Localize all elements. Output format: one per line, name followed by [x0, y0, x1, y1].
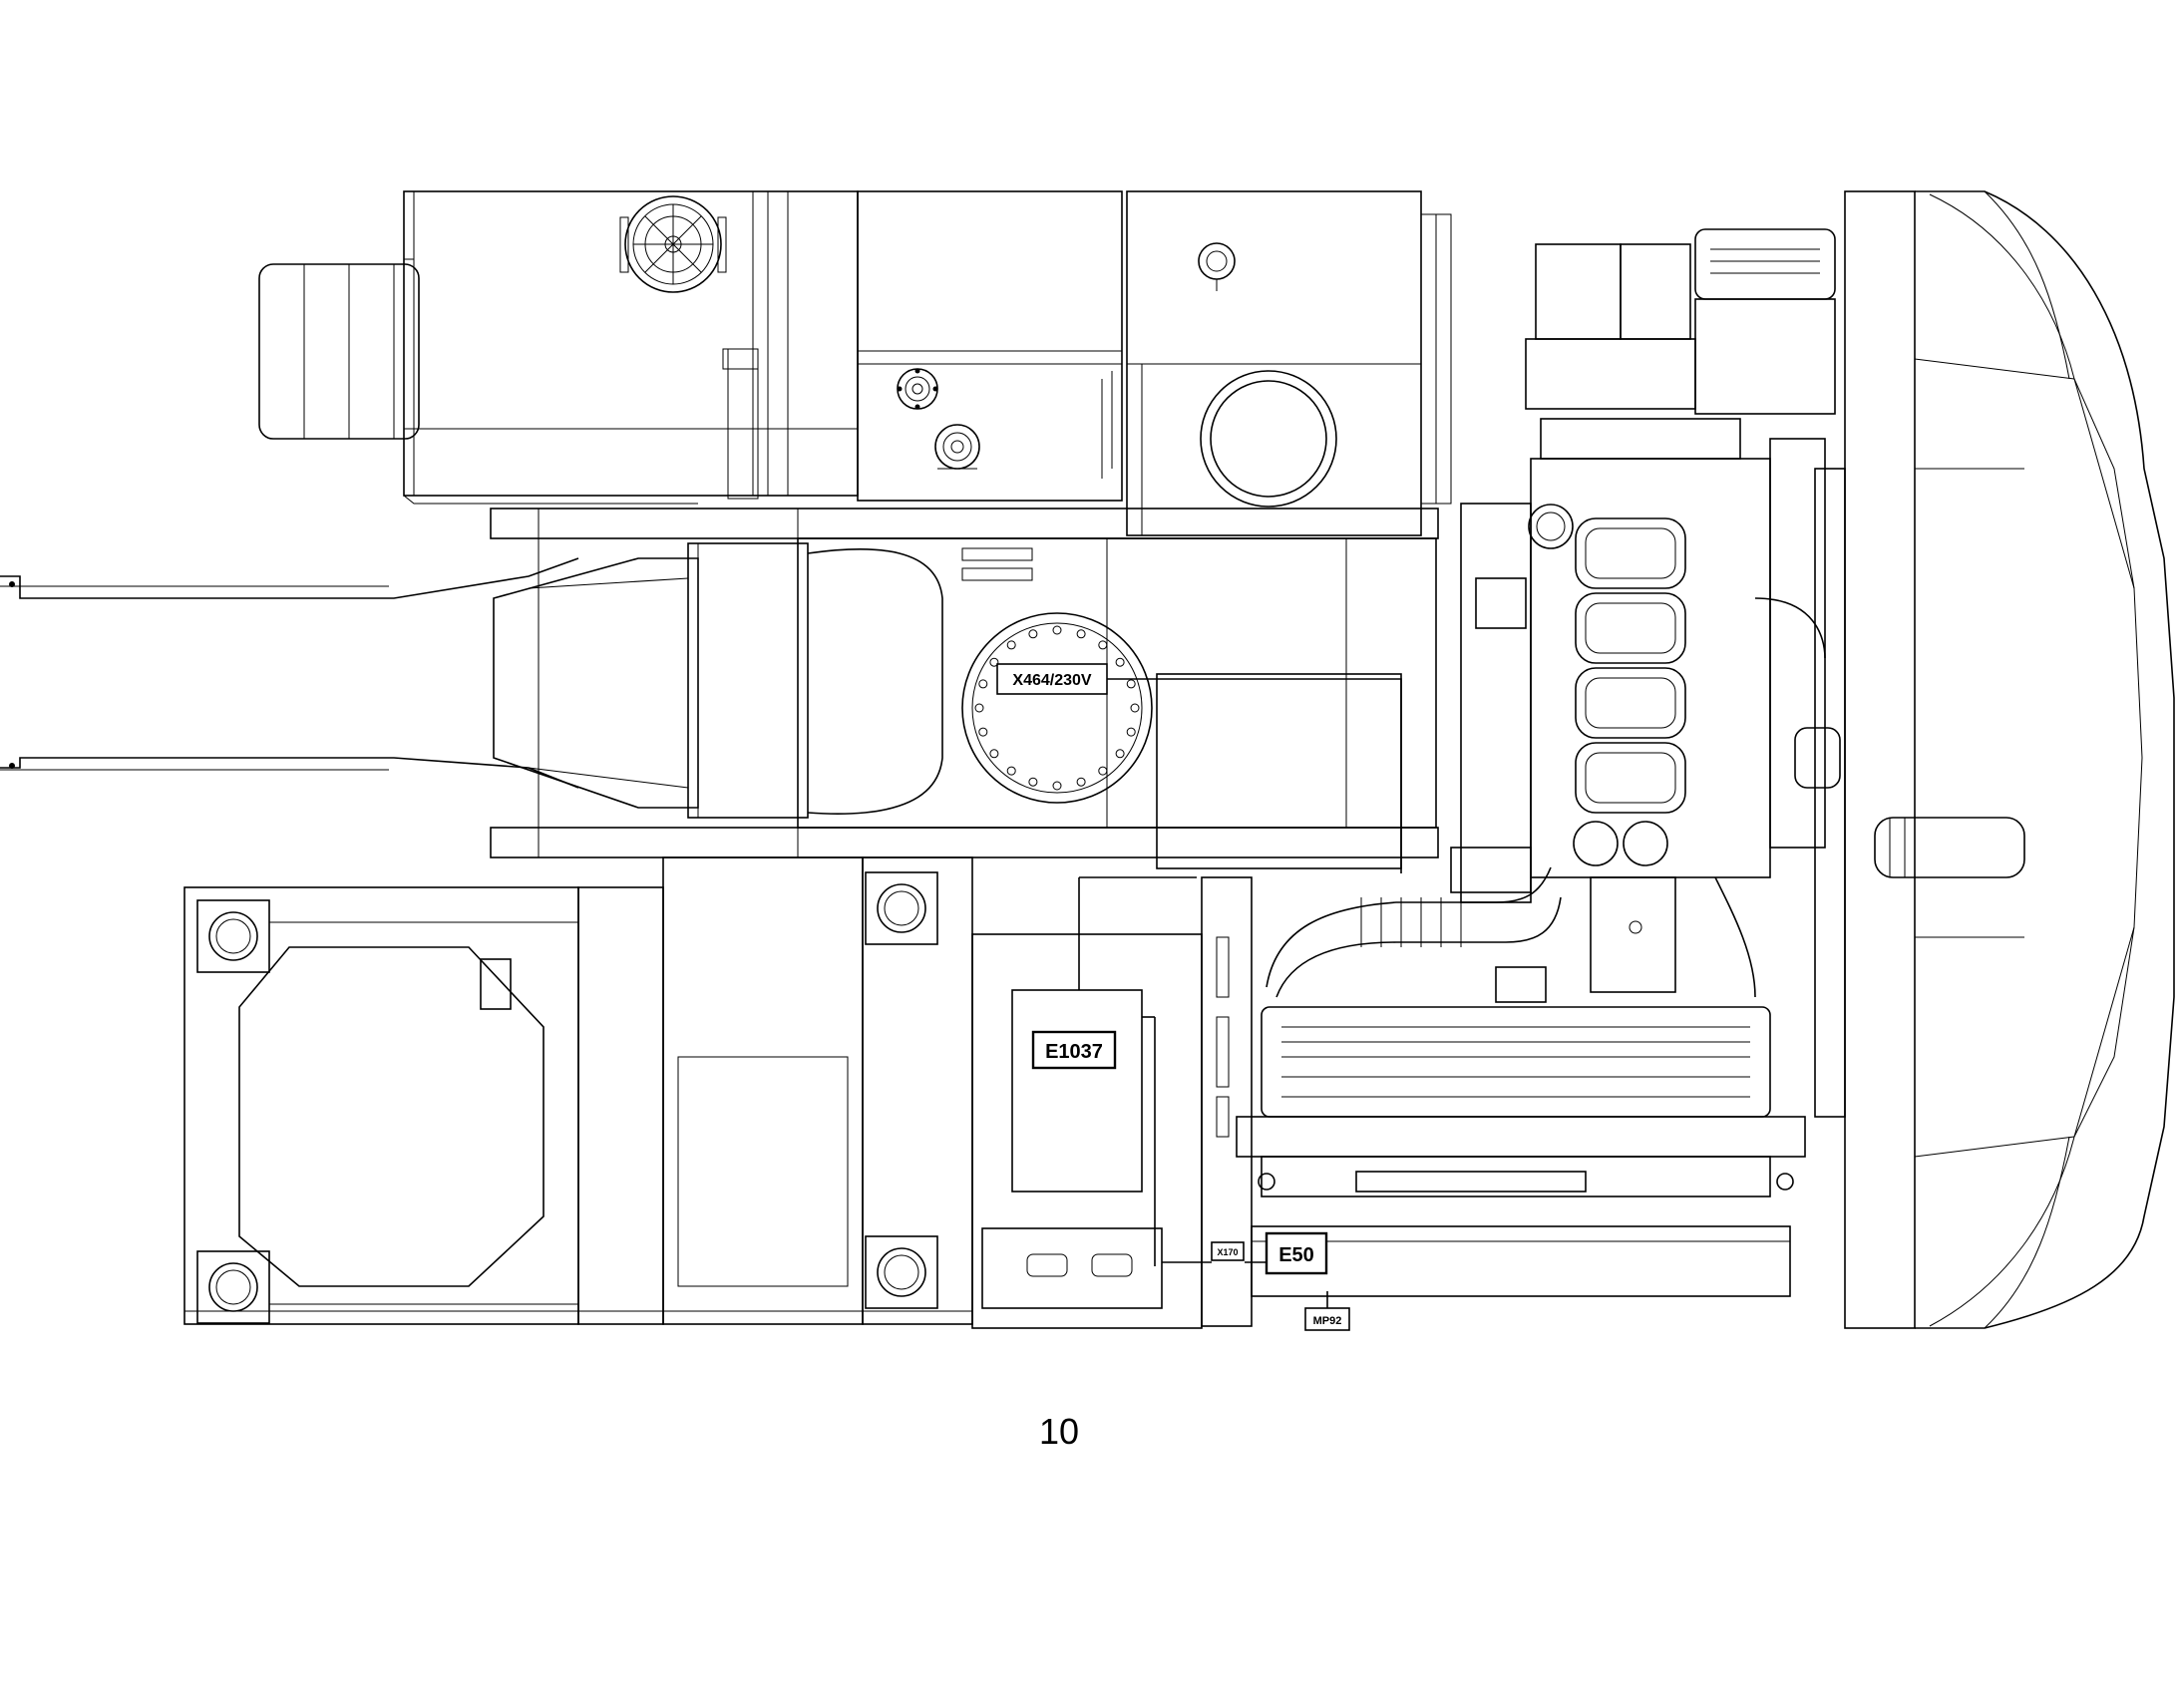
flange-bolt	[1115, 657, 1125, 667]
flange-bolt	[1076, 777, 1086, 787]
radiator	[1236, 1006, 1806, 1297]
flange-bolt	[1115, 749, 1125, 759]
tank-upper-center	[857, 190, 1123, 502]
label-x170: X170	[1211, 1241, 1245, 1261]
flange-bolt	[1028, 777, 1038, 787]
front-grille	[1814, 190, 2175, 1329]
flange-bolt	[1028, 629, 1038, 639]
flange-bolt	[1076, 629, 1086, 639]
flange-bolt	[978, 727, 988, 737]
middle-body	[490, 508, 1439, 869]
flange-bolt	[974, 703, 984, 713]
label-x464: X464/230V	[996, 663, 1108, 695]
fan-icon	[619, 195, 727, 293]
flange-bolt	[1098, 766, 1108, 776]
operator-seat	[258, 263, 420, 440]
flange-bolt	[989, 657, 999, 667]
cab-upper-left	[403, 190, 859, 505]
cylinder-block	[1575, 517, 1686, 814]
engine	[1266, 228, 1841, 1003]
label-e1037-text: E1037	[1045, 1041, 1103, 1063]
bolt-ring	[974, 625, 1140, 791]
flange-bolt	[1126, 679, 1136, 689]
label-e50: E50	[1265, 1231, 1328, 1275]
tank-upper-right	[1126, 190, 1452, 536]
label-mp92-text: MP92	[1313, 1315, 1342, 1327]
flange-bolt	[1052, 781, 1062, 791]
battery-compartment	[971, 876, 1253, 1329]
flange-bolt	[1098, 640, 1108, 650]
label-x170-text: X170	[1217, 1247, 1238, 1257]
label-e50-text: E50	[1278, 1244, 1314, 1266]
boom-arm	[0, 557, 699, 809]
label-mp92: MP92	[1304, 1307, 1350, 1331]
lower-left-frame	[183, 856, 973, 1325]
flange-bolt	[1126, 727, 1136, 737]
flange-bolt	[1130, 703, 1140, 713]
flange-bolt	[989, 749, 999, 759]
flange-bolt	[1006, 640, 1016, 650]
label-e1037: E1037	[1031, 1030, 1117, 1070]
flange-bolt	[978, 679, 988, 689]
leader-lines	[1078, 678, 1402, 1308]
flange-bolt	[1052, 625, 1062, 635]
label-x464-text: X464/230V	[1012, 672, 1092, 689]
page-number: 10	[1039, 1411, 1079, 1452]
flange-bolt	[1006, 766, 1016, 776]
